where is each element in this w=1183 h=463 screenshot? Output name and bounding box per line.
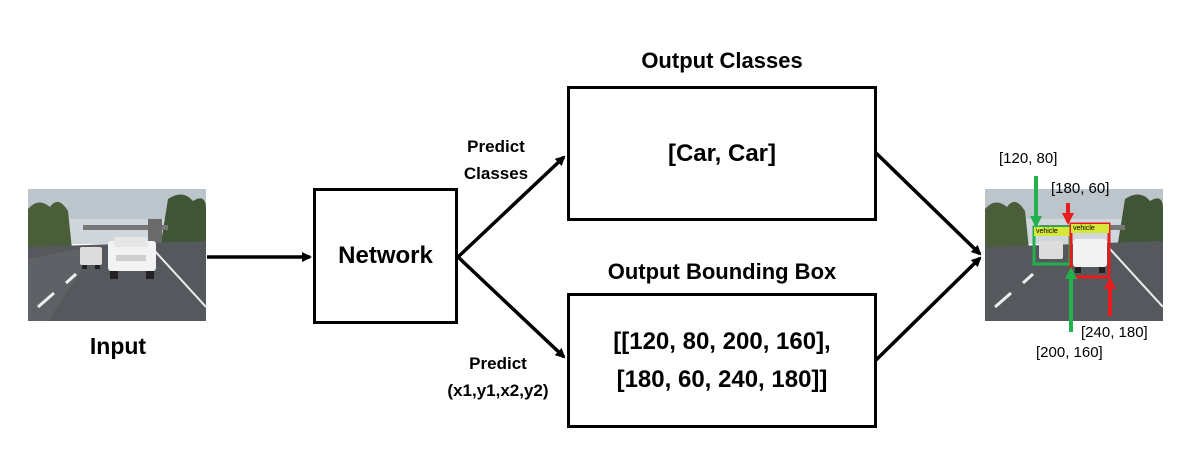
coord-green-bottom: [200, 160] (1036, 344, 1103, 361)
output-bbox-line1: [[120, 80, 200, 160], (613, 327, 831, 355)
input-label: Input (89, 333, 147, 359)
predict-bbox-line2: (x1,y1,x2,y2) (447, 381, 549, 400)
output-classes-value: [Car, Car] (667, 139, 777, 167)
green-box-tag: vehicle (1036, 228, 1058, 235)
detection-overlay (1032, 222, 1111, 279)
network-box: Network (313, 188, 458, 324)
output-bbox-line2: [180, 60, 240, 180]] (616, 365, 828, 393)
predict-bbox-label: Predict (x1,y1,x2,y2) (428, 350, 568, 404)
output-classes-title: Output Classes (641, 48, 803, 73)
predict-classes-line2: Classes (463, 164, 529, 183)
arrow-network-to-bbox (456, 255, 566, 359)
predict-classes-label: Predict Classes (452, 133, 540, 187)
coord-green-top: [120, 80] (999, 150, 1058, 167)
predict-classes-line1: Predict (467, 137, 525, 156)
green-label-bar (1034, 227, 1070, 236)
output-bbox-box: [[120, 80, 200, 160], [180, 60, 240, 180… (567, 293, 877, 428)
network-label: Network (338, 242, 433, 269)
arrow-classes-to-result (874, 151, 982, 256)
coord-red-top: [180, 60] (1051, 180, 1110, 197)
arrow-network-to-classes (456, 155, 566, 259)
coord-red-bottom: [240, 180] (1081, 324, 1148, 341)
input-road-image (28, 189, 206, 321)
output-bbox-title: Output Bounding Box (607, 259, 837, 284)
arrow-bbox-to-result (874, 256, 982, 362)
red-label-bar (1071, 224, 1109, 233)
output-classes-box: [Car, Car] (567, 86, 877, 221)
red-box-tag: vehicle (1073, 225, 1095, 232)
result-road-image (985, 189, 1163, 321)
predict-bbox-line1: Predict (469, 354, 527, 373)
